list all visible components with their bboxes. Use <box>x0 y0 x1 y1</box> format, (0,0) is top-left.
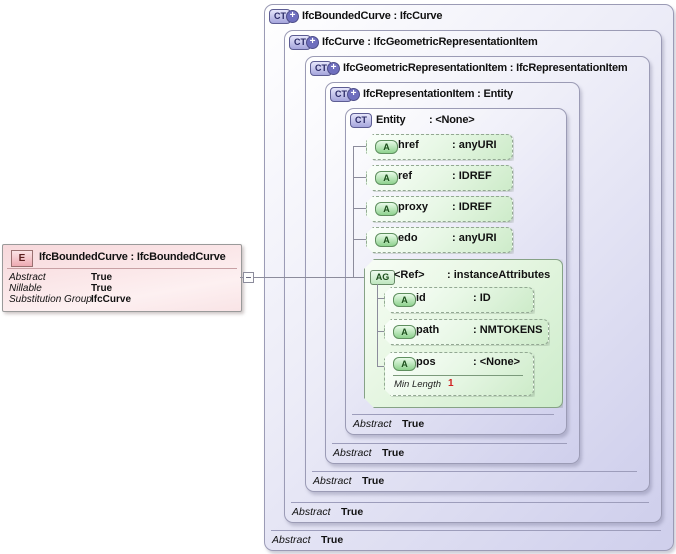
attribute-group-type: : instanceAttributes <box>447 269 551 281</box>
attribute-href[interactable]: A href : anyURI <box>366 134 513 160</box>
attribute-icon: A <box>393 357 416 371</box>
expand-icon[interactable]: + <box>286 10 299 23</box>
facet-label: Min Length <box>394 379 442 390</box>
property-label: Abstract <box>9 272 46 283</box>
attribute-icon: A <box>375 202 398 216</box>
tree-line <box>353 146 354 278</box>
attribute-type: : anyURI <box>452 232 497 244</box>
attribute-name: href <box>398 139 419 151</box>
attribute-name: id <box>416 292 426 304</box>
property-row: Substitution Group IfcCurve <box>3 294 241 305</box>
attribute-icon: A <box>375 233 398 247</box>
expand-icon[interactable]: + <box>327 62 340 75</box>
node-entity-type[interactable]: CT Entity : <None> A href : anyURI A ref… <box>345 108 567 435</box>
expand-icon[interactable]: + <box>306 36 319 49</box>
complex-type-icon: CT + <box>289 35 319 50</box>
collapse-icon <box>246 277 251 278</box>
property-value: IfcCurve <box>91 294 132 305</box>
footer-label: Abstract <box>313 475 352 487</box>
attribute-name: ref <box>398 170 413 182</box>
attribute-path[interactable]: A path : NMTOKENS <box>384 319 549 345</box>
tree-line <box>377 298 384 299</box>
tree-line <box>353 239 366 240</box>
attribute-type: : ID <box>473 292 491 304</box>
footer-label: Abstract <box>333 447 372 459</box>
collapse-handle[interactable] <box>243 272 254 283</box>
footer-value: True <box>341 506 364 518</box>
tree-line <box>353 177 366 178</box>
attribute-name: pos <box>416 356 436 368</box>
ct-badge: CT <box>350 113 372 128</box>
attribute-ref[interactable]: A ref : IDREF <box>366 165 513 191</box>
tree-line <box>353 208 366 209</box>
attribute-proxy[interactable]: A proxy : IDREF <box>366 196 513 222</box>
complex-type-icon: CT <box>350 113 380 128</box>
attribute-group-ref[interactable]: AG <Ref> : instanceAttributes A id : ID … <box>364 259 563 408</box>
attribute-type: : IDREF <box>452 201 492 213</box>
attribute-group-icon: AG <box>370 270 395 285</box>
attribute-icon: A <box>393 325 416 339</box>
property-row: Nillable True <box>3 283 241 294</box>
node-title: IfcRepresentationItem : Entity <box>363 88 513 100</box>
element-ifcboundedcurve[interactable]: E IfcBoundedCurve : IfcBoundedCurve Abst… <box>2 244 242 312</box>
footer-label: Abstract <box>292 506 331 518</box>
property-value: True <box>91 272 113 283</box>
attribute-type: : IDREF <box>452 170 492 182</box>
attribute-icon: A <box>375 171 398 185</box>
complex-type-icon: CT + <box>310 61 340 76</box>
expand-icon[interactable]: + <box>347 88 360 101</box>
footer-value: True <box>321 534 344 546</box>
property-value: True <box>91 283 113 294</box>
node-name: Entity <box>376 114 406 126</box>
connector-line <box>240 277 364 278</box>
attribute-icon: A <box>393 293 416 307</box>
footer-label: Abstract <box>353 418 392 430</box>
element-title: IfcBoundedCurve : IfcBoundedCurve <box>39 251 226 263</box>
node-footer: Abstract True <box>312 471 637 487</box>
tree-line <box>377 331 384 332</box>
node-footer: Abstract True <box>332 443 567 459</box>
complex-type-icon: CT + <box>330 87 360 102</box>
tree-line <box>377 284 378 366</box>
attribute-name: edo <box>398 232 418 244</box>
tree-line <box>377 366 384 367</box>
element-icon: E <box>11 250 33 267</box>
property-row: Abstract True <box>3 272 241 283</box>
footer-value: True <box>402 418 425 430</box>
attribute-name: path <box>416 324 440 336</box>
facet-divider <box>393 375 523 376</box>
complex-type-icon: CT + <box>269 9 299 24</box>
node-footer: Abstract True <box>291 502 649 518</box>
node-footer: Abstract True <box>271 530 661 546</box>
footer-value: True <box>362 475 385 487</box>
footer-value: True <box>382 447 405 459</box>
attribute-edo[interactable]: A edo : anyURI <box>366 227 513 253</box>
attribute-group-name: <Ref> <box>394 269 425 281</box>
attribute-icon: A <box>375 140 398 154</box>
node-title: IfcGeometricRepresentationItem : IfcRepr… <box>343 62 628 74</box>
property-label: Substitution Group <box>9 294 92 305</box>
property-label: Nillable <box>9 283 42 294</box>
node-title: IfcCurve : IfcGeometricRepresentationIte… <box>322 36 538 48</box>
node-title: IfcBoundedCurve : IfcCurve <box>302 10 443 22</box>
attribute-type: : anyURI <box>452 139 497 151</box>
attribute-type: : <None> <box>473 356 521 368</box>
footer-label: Abstract <box>272 534 311 546</box>
node-type: : <None> <box>429 114 475 126</box>
attribute-name: proxy <box>398 201 428 213</box>
divider <box>7 268 237 269</box>
facet-value: 1 <box>448 378 454 389</box>
tree-line <box>353 146 366 147</box>
attribute-pos[interactable]: A pos : <None> Min Length 1 <box>384 352 534 396</box>
attribute-id[interactable]: A id : ID <box>384 287 534 313</box>
attribute-type: : NMTOKENS <box>473 324 543 336</box>
node-footer: Abstract True <box>352 414 554 430</box>
